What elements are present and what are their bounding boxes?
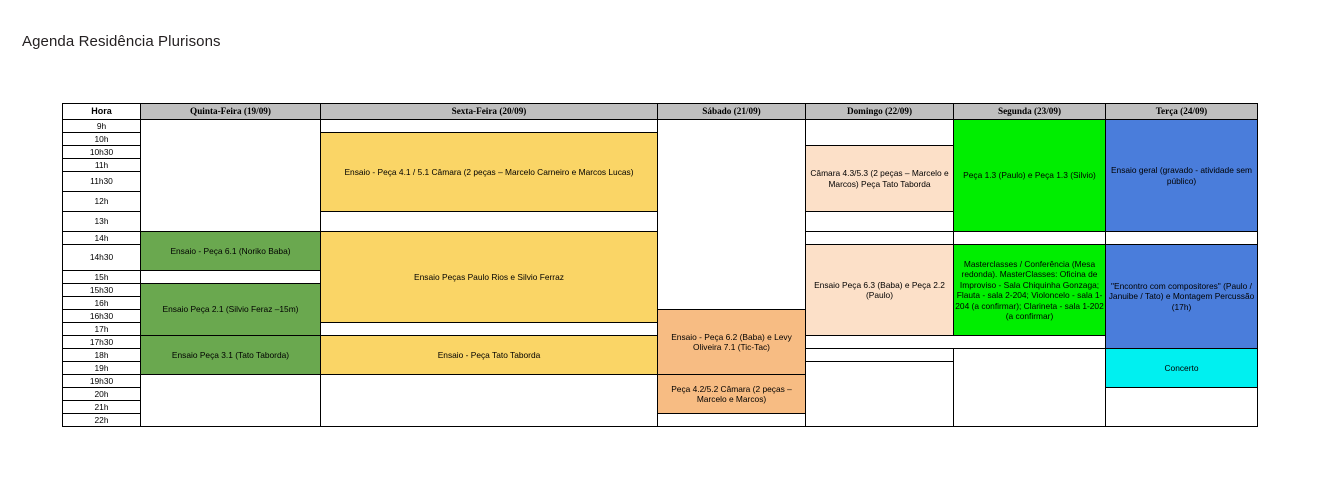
column-header-quinta: Quinta-Feira (19/09)	[140, 103, 321, 120]
hour-label: 11h	[62, 158, 141, 172]
column-header-hora: Hora	[62, 103, 141, 120]
table-row: 12h	[62, 191, 1258, 212]
cell-segunda-evening-empty	[953, 348, 1106, 427]
cell-domingo-morning-empty	[805, 119, 954, 146]
hour-label: 14h30	[62, 244, 141, 271]
schedule-table: Hora Quinta-Feira (19/09) Sexta-Feira (2…	[62, 103, 1258, 427]
event-segunda-2[interactable]: Masterclasses / Conferência (Mesa redond…	[953, 244, 1106, 336]
table-row: 19h30 Peça 4.2/5.2 Câmara (2 peças – Mar…	[62, 374, 1258, 427]
event-sabado-1[interactable]: Ensaio - Peça 6.2 (Baba) e Levy Oliveira…	[657, 309, 806, 375]
cell-sexta-9h-empty	[320, 119, 658, 133]
hour-label: 19h30	[62, 374, 141, 388]
table-row: 14h Ensaio - Peça 6.1 (Noriko Baba) Ensa…	[62, 231, 1258, 323]
event-quinta-1[interactable]: Ensaio - Peça 6.1 (Noriko Baba)	[140, 231, 321, 271]
hour-label: 19h	[62, 361, 141, 375]
event-terca-1[interactable]: Ensaio geral (gravado - atividade sem pú…	[1105, 119, 1258, 232]
table-row: 11h30	[62, 171, 1258, 192]
event-segunda-1[interactable]: Peça 1.3 (Paulo) e Peça 1.3 (Silvio)	[953, 119, 1106, 232]
event-sabado-2[interactable]: Peça 4.2/5.2 Câmara (2 peças – Marcelo e…	[657, 374, 806, 414]
hour-label: 17h	[62, 322, 141, 336]
table-row: 16h	[62, 296, 1258, 310]
table-row: 17h30 Ensaio Peça 3.1 (Tato Taborda) Ens…	[62, 335, 1258, 375]
hour-label: 9h	[62, 119, 141, 133]
hour-label: 10h30	[62, 145, 141, 159]
cell-domingo-13h-empty	[805, 211, 954, 232]
table-header-row: Hora Quinta-Feira (19/09) Sexta-Feira (2…	[62, 103, 1258, 120]
cell-sexta-evening-empty	[320, 374, 658, 427]
event-quinta-2[interactable]: Ensaio Peça 2.1 (Silvio Feraz –15m)	[140, 283, 321, 336]
table-row: 18h Concerto	[62, 348, 1258, 427]
cell-segunda-14h-empty	[953, 231, 1106, 245]
hour-label: 11h30	[62, 171, 141, 192]
column-header-segunda: Segunda (23/09)	[953, 103, 1106, 120]
column-header-sexta: Sexta-Feira (20/09)	[320, 103, 658, 120]
table-row: 15h30 Ensaio Peça 2.1 (Silvio Feraz –15m…	[62, 283, 1258, 336]
table-row: 16h30 Ensaio - Peça 6.2 (Baba) e Levy Ol…	[62, 309, 1258, 375]
table-row: 20h	[62, 387, 1258, 427]
column-header-domingo: Domingo (22/09)	[805, 103, 954, 120]
hour-label: 12h	[62, 191, 141, 212]
hour-label: 18h	[62, 348, 141, 362]
hour-label: 13h	[62, 211, 141, 232]
cell-domingo-14h-empty	[805, 231, 954, 245]
hour-label: 17h30	[62, 335, 141, 349]
event-terca-3[interactable]: Concerto	[1105, 348, 1258, 388]
event-sexta-3[interactable]: Ensaio - Peça Tato Taborda	[320, 335, 658, 375]
cell-quinta-morning-empty	[140, 119, 321, 232]
event-sexta-2[interactable]: Ensaio Peças Paulo Rios e Silvio Ferraz	[320, 231, 658, 323]
column-header-sabado: Sábado (21/09)	[657, 103, 806, 120]
cell-sabado-morning-empty	[657, 119, 806, 310]
hour-label: 15h	[62, 270, 141, 284]
hour-label: 15h30	[62, 283, 141, 297]
page-title: Agenda Residência Plurisons	[22, 33, 221, 50]
cell-sabado-22h-empty	[657, 413, 806, 427]
hour-label: 22h	[62, 413, 141, 427]
hour-label: 21h	[62, 400, 141, 414]
table-row: 14h30 Ensaio Peça 6.3 (Baba) e Peça 2.2 …	[62, 244, 1258, 349]
table-row: 11h	[62, 158, 1258, 172]
table-row: 15h	[62, 270, 1258, 284]
hour-label: 14h	[62, 231, 141, 245]
table-row: 19h	[62, 361, 1258, 427]
event-domingo-2[interactable]: Ensaio Peça 6.3 (Baba) e Peça 2.2 (Paulo…	[805, 244, 954, 336]
table-row: 13h	[62, 211, 1258, 232]
cell-quinta-15h-empty	[140, 270, 321, 284]
event-quinta-3[interactable]: Ensaio Peça 3.1 (Tato Taborda)	[140, 335, 321, 375]
column-header-terca: Terça (24/09)	[1105, 103, 1258, 120]
event-domingo-1[interactable]: Câmara 4.3/5.3 (2 peças – Marcelo e Marc…	[805, 145, 954, 212]
cell-domingo-evening-empty	[805, 361, 954, 427]
table-row: 10h Ensaio - Peça 4.1 / 5.1 Câmara (2 pe…	[62, 132, 1258, 212]
hour-label: 20h	[62, 387, 141, 401]
hour-label: 10h	[62, 132, 141, 146]
table-row: 22h	[62, 413, 1258, 427]
cell-sexta-13h-empty	[320, 211, 658, 232]
event-sexta-1[interactable]: Ensaio - Peça 4.1 / 5.1 Câmara (2 peças …	[320, 132, 658, 212]
hour-label: 16h30	[62, 309, 141, 323]
table-row: 10h30 Câmara 4.3/5.3 (2 peças – Marcelo …	[62, 145, 1258, 212]
table-row: 21h	[62, 400, 1258, 414]
cell-terca-evening-empty	[1105, 387, 1258, 427]
cell-quinta-evening-empty	[140, 374, 321, 427]
event-terca-2[interactable]: "Encontro com compositores" (Paulo / Jan…	[1105, 244, 1258, 349]
cell-domingo-18h-empty	[805, 348, 954, 362]
cell-terca-14h-empty	[1105, 231, 1258, 245]
hour-label: 16h	[62, 296, 141, 310]
table-row: 9h Peça 1.3 (Paulo) e Peça 1.3 (Silvio) …	[62, 119, 1258, 310]
